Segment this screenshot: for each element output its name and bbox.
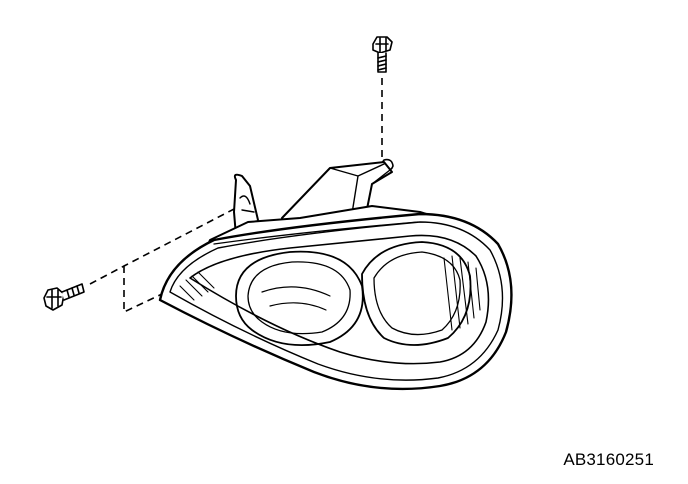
side-bolt-guide-line bbox=[89, 207, 237, 314]
figure-reference-code: AB3160251 bbox=[563, 450, 654, 469]
upper-mounting-bolt bbox=[372, 36, 393, 73]
headlamp-assembly bbox=[158, 161, 513, 391]
side-marker-section bbox=[179, 271, 215, 301]
low-beam-reflector bbox=[235, 250, 364, 347]
turn-signal-section bbox=[443, 255, 481, 331]
side-mounting-bolt bbox=[43, 283, 85, 311]
